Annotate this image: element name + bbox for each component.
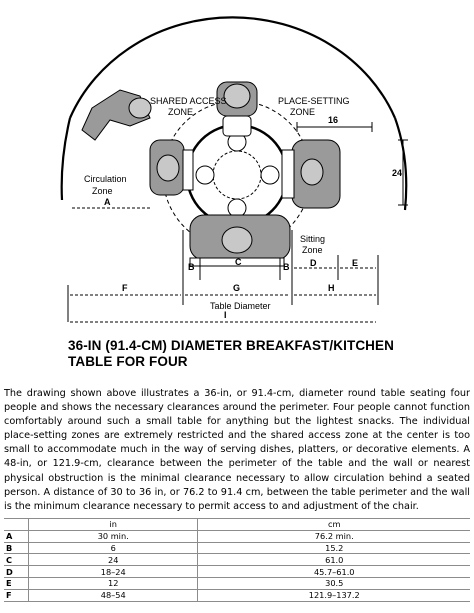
table-diameter-label: Table Diameter xyxy=(210,301,271,311)
dim-E-label: E xyxy=(352,258,358,268)
place-setting-label: PLACE-SETTING xyxy=(278,96,350,106)
dim-C-label: C xyxy=(235,257,242,267)
table-clearance-drawing: SHARED ACCESS ZONE PLACE-SETTING ZONE Ci… xyxy=(60,16,408,323)
person-bottom-figure xyxy=(189,214,291,267)
dim-G-label: G xyxy=(233,283,240,293)
dimension-16-label: 16 xyxy=(328,115,338,125)
sitting-label: Sitting xyxy=(300,234,325,244)
dim-B-right-label: B xyxy=(283,262,290,272)
table-row: C 24 61.0 xyxy=(4,553,470,567)
table-row: D 18–24 45.7–61.0 xyxy=(4,565,470,578)
table-row: E 12 30.5 xyxy=(4,577,470,590)
title-line-2: TABLE FOR FOUR xyxy=(68,354,188,369)
svg-text:Zone: Zone xyxy=(92,186,113,196)
dim-A-label: A xyxy=(104,197,111,207)
header-in: in xyxy=(27,518,198,531)
shared-access-label: SHARED ACCESS xyxy=(150,96,227,106)
table-row: F 48–54 121.9–137.2 xyxy=(4,589,470,602)
svg-text:ZONE: ZONE xyxy=(168,107,193,117)
clearance-table: in cm A 30 min. 76.2 min. B 6 15.2 C 24 … xyxy=(4,518,470,602)
svg-text:Zone: Zone xyxy=(302,245,323,255)
header-key xyxy=(4,518,29,531)
person-left-figure xyxy=(149,139,194,196)
header-cm: cm xyxy=(197,518,470,531)
dim-I-label: I xyxy=(224,310,227,320)
person-walking-figure xyxy=(81,89,152,141)
dim-D-label: D xyxy=(310,258,317,268)
person-top-figure xyxy=(216,81,258,137)
person-right-figure xyxy=(281,139,341,209)
dim-F-label: F xyxy=(122,283,128,293)
drawing-title: 36-IN (91.4-CM) DIAMETER BREAKFAST/KITCH… xyxy=(68,338,398,370)
table-row: B 6 15.2 xyxy=(4,542,470,555)
table-header-row: in cm xyxy=(4,518,470,531)
table-row: A 30 min. 76.2 min. xyxy=(4,530,470,543)
svg-text:ZONE: ZONE xyxy=(290,107,315,117)
dim-B-left-label: B xyxy=(188,262,195,272)
circulation-arc xyxy=(68,16,397,119)
description-paragraph: The drawing shown above illustrates a 36… xyxy=(4,388,470,512)
circulation-label: Circulation xyxy=(84,174,127,184)
title-line-1: 36-IN (91.4-CM) DIAMETER BREAKFAST/KITCH… xyxy=(68,338,394,353)
dimension-24-label: 24 xyxy=(392,168,402,178)
dim-H-label: H xyxy=(328,283,335,293)
